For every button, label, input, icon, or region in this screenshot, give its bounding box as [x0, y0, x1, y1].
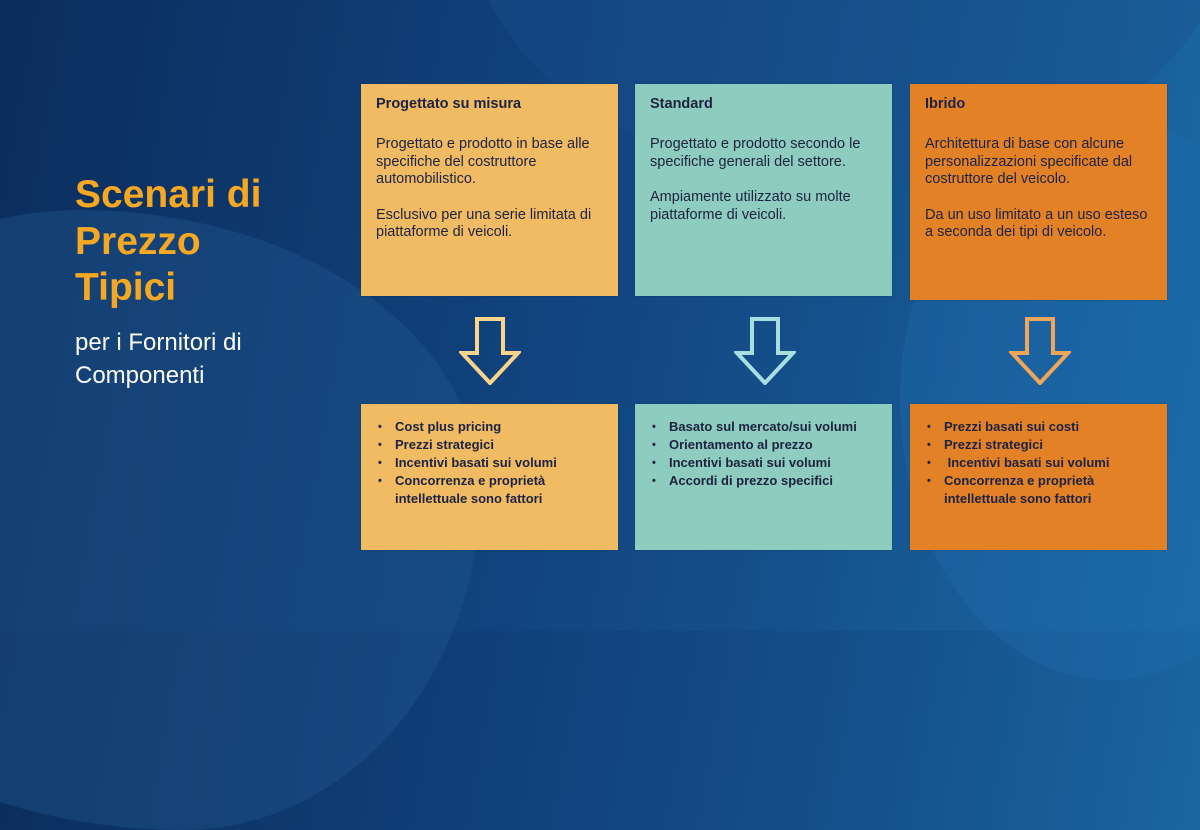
scenario-box-hybrid: Ibrido Architettura di base con alcune p… [910, 84, 1167, 300]
pricing-item: Concorrenza e proprietà intellettuale so… [927, 472, 1152, 508]
subtitle: per i Fornitori di Componenti [75, 326, 335, 392]
scenario-description: Progettato e prodotto secondo le specifi… [650, 136, 861, 170]
pricing-list: Prezzi basati sui costi Prezzi strategic… [925, 418, 1152, 508]
pricing-item: Incentivi basati sui volumi [652, 454, 877, 472]
scenario-box-standard: Standard Progettato e prodotto secondo l… [635, 84, 892, 296]
pricing-item: Prezzi basati sui costi [927, 418, 1152, 436]
down-arrow-icon [459, 317, 521, 385]
down-arrow-icon [734, 317, 796, 385]
subtitle-line-1: per i Fornitori di [75, 328, 242, 356]
pricing-list: Cost plus pricing Prezzi strategici Ince… [376, 418, 603, 508]
pricing-box-standard: Basato sul mercato/sui volumi Orientamen… [635, 404, 892, 550]
pricing-item: Cost plus pricing [378, 418, 603, 436]
pricing-box-custom: Cost plus pricing Prezzi strategici Ince… [361, 404, 618, 550]
scenario-usage: Ampiamente utilizzato su molte piattafor… [650, 189, 851, 223]
pricing-list: Basato sul mercato/sui volumi Orientamen… [650, 418, 877, 490]
pricing-item: Basato sul mercato/sui volumi [652, 418, 877, 436]
down-arrow-icon [1009, 317, 1071, 385]
scenario-title: Ibrido [925, 96, 966, 112]
scenario-box-custom: Progettato su misura Progettato e prodot… [361, 84, 618, 296]
pricing-item: Incentivi basati sui volumi [378, 454, 603, 472]
scenario-usage: Da un uso limitato a un uso esteso a sec… [925, 206, 1148, 241]
pricing-item: Prezzi strategici [378, 436, 603, 454]
main-title: Scenari di Prezzo Tipici [75, 172, 335, 312]
pricing-item: Orientamento al prezzo [652, 436, 877, 454]
scenario-title: Standard [650, 96, 713, 112]
pricing-item: Prezzi strategici [927, 436, 1152, 454]
scenario-title: Progettato su misura [376, 96, 522, 112]
pricing-item: Incentivi basati sui volumi [927, 454, 1152, 472]
scenario-description: Progettato e prodotto in base alle speci… [376, 136, 590, 187]
pricing-box-hybrid: Prezzi basati sui costi Prezzi strategic… [910, 404, 1167, 550]
title-line-3: Tipici [75, 266, 177, 309]
scenario-description: Architettura di base con alcune personal… [925, 136, 1133, 187]
scenario-usage: Esclusivo per una serie limitata di piat… [376, 206, 592, 241]
title-line-2: Prezzo [75, 219, 201, 263]
subtitle-line-2: Componenti [75, 361, 205, 389]
title-block: Scenari di Prezzo Tipici per i Fornitori… [75, 172, 335, 392]
pricing-item: Accordi di prezzo specifici [652, 472, 877, 490]
pricing-item: Concorrenza e proprietà intellettuale so… [378, 472, 603, 508]
title-line-1: Scenari di [75, 173, 262, 216]
